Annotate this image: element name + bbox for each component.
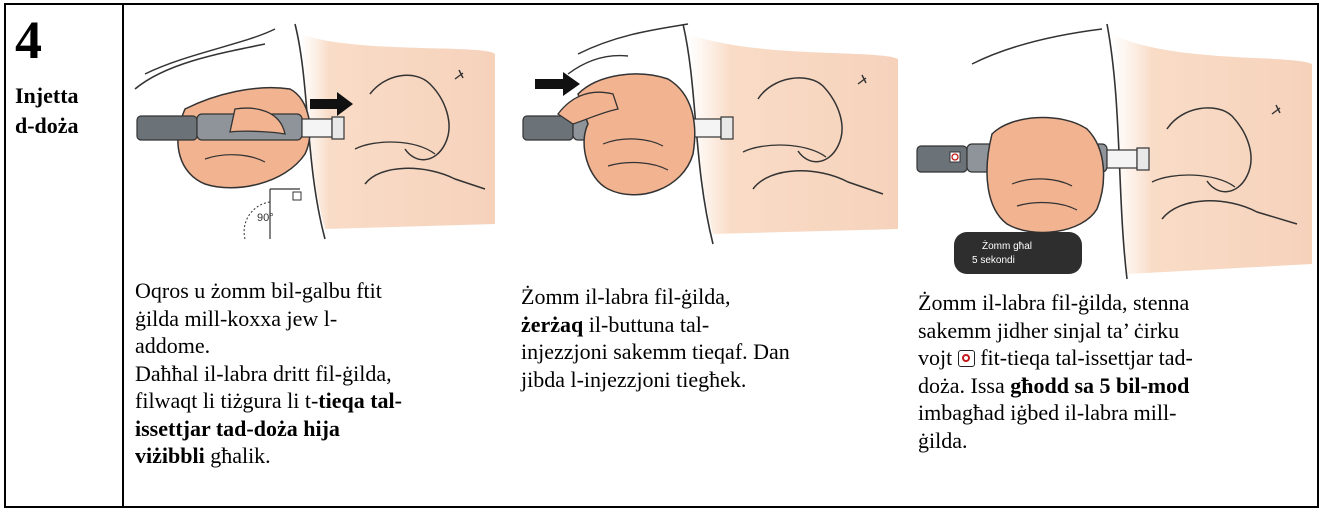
text-segment: ġilda mill-koxxa jew l- (135, 306, 337, 331)
text-segment: sakemm jidher sinjal ta’ ċirku (918, 318, 1179, 343)
hold-badge-line: Żomm għal (982, 239, 1032, 252)
text-segment: addome. (135, 333, 210, 358)
text-segment: jibda l-injezzjoni tiegħek. (521, 367, 746, 392)
text-line: vojt fit-tieqa tal-issettjar tad- (918, 344, 1193, 372)
text-line: Żomm il-labra fil-ġilda, (521, 283, 790, 311)
text-segment: imbagħad iġbed il-labra mill- (918, 400, 1176, 425)
text-line: jibda l-injezzjoni tiegħek. (521, 366, 790, 394)
bold-text: żerżaq (521, 312, 583, 337)
text-segment: doża. Issa (918, 373, 1010, 398)
text-segment: injezzjoni sakemm tieqaf. Dan (521, 339, 790, 364)
text-line: viżibbli għalik. (135, 442, 402, 470)
panel-text-hold: Żomm il-labra fil-ġilda, stenna sakemm ji… (918, 289, 1193, 454)
text-line: Żomm il-labra fil-ġilda, stenna (918, 289, 1193, 317)
text-segment: għalik. (205, 443, 271, 468)
panel-text-insert: Oqros u żomm bil-galbu ftit ġilda mill-ko… (135, 277, 402, 470)
text-line: Daħħal il-labra dritt fil-ġilda, (135, 360, 402, 388)
press-button-illustration (518, 14, 898, 249)
hold-badge-line: 5 sekondi (972, 255, 1015, 266)
text-segment: Daħħal il-labra dritt fil-ġilda, (135, 361, 392, 386)
hold-five-seconds-illustration: Żomm għal 5 sekondi (912, 14, 1312, 282)
text-line: Oqros u żomm bil-galbu ftit (135, 277, 402, 305)
step-title: Injetta d-doża (15, 81, 79, 141)
text-segment: Żomm il-labra fil-ġilda, stenna (918, 290, 1189, 315)
text-segment: Żomm il-labra fil-ġilda, (521, 284, 731, 309)
text-line: doża. Issa għodd sa 5 bil-mod (918, 372, 1193, 400)
text-segment: ġilda. (918, 428, 968, 453)
bold-text: tieqa tal- (318, 388, 402, 413)
text-line: issettjar tad-doża hija (135, 415, 402, 443)
step-title-line: Injetta (15, 81, 79, 111)
text-line: imbagħad iġbed il-labra mill- (918, 399, 1193, 427)
bold-text: issettjar tad-doża hija (135, 416, 340, 441)
bold-text: viżibbli (135, 443, 205, 468)
bold-text: għodd sa 5 bil-mod (1010, 373, 1189, 398)
text-segment: Oqros u żomm bil-galbu ftit (135, 278, 382, 303)
text-line: żerżaq il-buttuna tal- (521, 311, 790, 339)
text-line: injezzjoni sakemm tieqaf. Dan (521, 338, 790, 366)
text-line: addome. (135, 332, 402, 360)
step-title-line: d-doża (15, 111, 79, 141)
text-line: ġilda. (918, 427, 1193, 455)
text-line: ġilda mill-koxxa jew l- (135, 305, 402, 333)
text-segment: il-buttuna tal- (583, 312, 709, 337)
column-divider (122, 5, 124, 506)
angle-label: 90° (257, 212, 274, 224)
text-segment: vojt (918, 345, 958, 370)
text-segment: fit-tieqa tal-issettjar tad- (975, 345, 1193, 370)
panel-text-press: Żomm il-labra fil-ġilda,żerżaq il-buttun… (521, 283, 790, 393)
dose-window-circle-icon (958, 350, 975, 367)
text-segment: filwaqt li tiżgura li t- (135, 388, 318, 413)
step-number: 4 (15, 10, 42, 70)
insert-needle-illustration: 90° (125, 14, 495, 244)
text-line: filwaqt li tiżgura li t-tieqa tal- (135, 387, 402, 415)
text-line: sakemm jidher sinjal ta’ ċirku (918, 317, 1193, 345)
